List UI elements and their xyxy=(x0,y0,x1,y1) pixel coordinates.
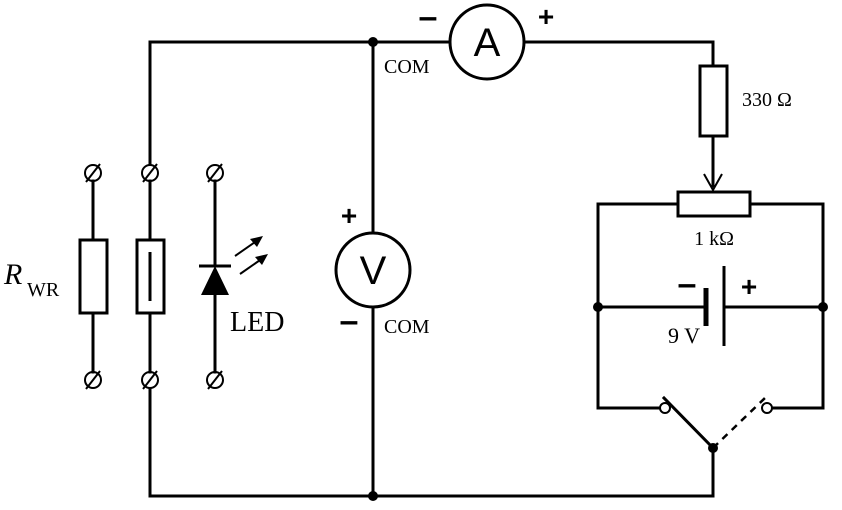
rwr-label-symbol: R xyxy=(3,258,22,291)
potentiometer-body xyxy=(676,190,752,218)
resistor-330-label: 330 Ω xyxy=(742,89,792,111)
switch-alternate-position xyxy=(712,396,767,449)
potentiometer-label: 1 kΩ xyxy=(694,228,734,250)
terminal-rwr-top xyxy=(84,163,102,183)
switch-right-contact xyxy=(761,402,773,414)
junction-dot xyxy=(368,37,378,47)
battery-label: 9 V xyxy=(668,323,700,348)
ammeter-com-label: COM xyxy=(384,56,430,78)
junction-dot xyxy=(368,491,378,501)
led-triangle xyxy=(201,266,229,295)
voltmeter-com-label: COM xyxy=(384,316,430,338)
resistor-rwr: R WR xyxy=(3,179,109,374)
voltmeter-plus-sign: + xyxy=(341,200,357,231)
terminal-rwr-bottom xyxy=(84,370,102,390)
junction-dot xyxy=(593,302,603,312)
light-emission-arrows-icon xyxy=(234,236,268,275)
ammeter-plus-sign: + xyxy=(538,1,554,32)
terminal-center-bottom xyxy=(141,370,159,390)
led: LED xyxy=(199,179,284,374)
led-label: LED xyxy=(230,307,284,338)
voltmeter-minus-sign: – xyxy=(340,302,359,340)
rwr-label-subscript: WR xyxy=(27,279,60,301)
terminal-led-top xyxy=(206,163,224,183)
ammeter-symbol: A xyxy=(474,21,501,65)
ammeter-minus-sign: – xyxy=(419,0,438,36)
switch-left-contact xyxy=(659,402,671,414)
voltmeter-symbol: V xyxy=(360,249,387,293)
center-element xyxy=(135,179,166,374)
ammeter-circle xyxy=(448,3,526,81)
resistor-330: 330 Ω xyxy=(698,64,792,138)
potentiometer: 1 kΩ xyxy=(676,173,752,250)
terminals xyxy=(84,163,224,390)
potentiometer-wiper-arrow-icon xyxy=(703,173,723,193)
resistor-330-body xyxy=(698,64,729,138)
switch xyxy=(659,395,773,451)
terminal-led-bottom xyxy=(206,370,224,390)
battery-minus-sign: – xyxy=(678,265,697,303)
voltmeter: V + – COM xyxy=(334,200,430,340)
ammeter: A – + COM xyxy=(384,0,554,81)
junction-dot xyxy=(818,302,828,312)
battery-plus-sign: + xyxy=(741,271,757,302)
switch-blade xyxy=(661,395,716,451)
resistor-rwr-body xyxy=(78,238,109,315)
battery: – + 9 V xyxy=(668,265,757,348)
terminal-center-top xyxy=(141,163,159,183)
voltmeter-circle xyxy=(334,231,412,309)
